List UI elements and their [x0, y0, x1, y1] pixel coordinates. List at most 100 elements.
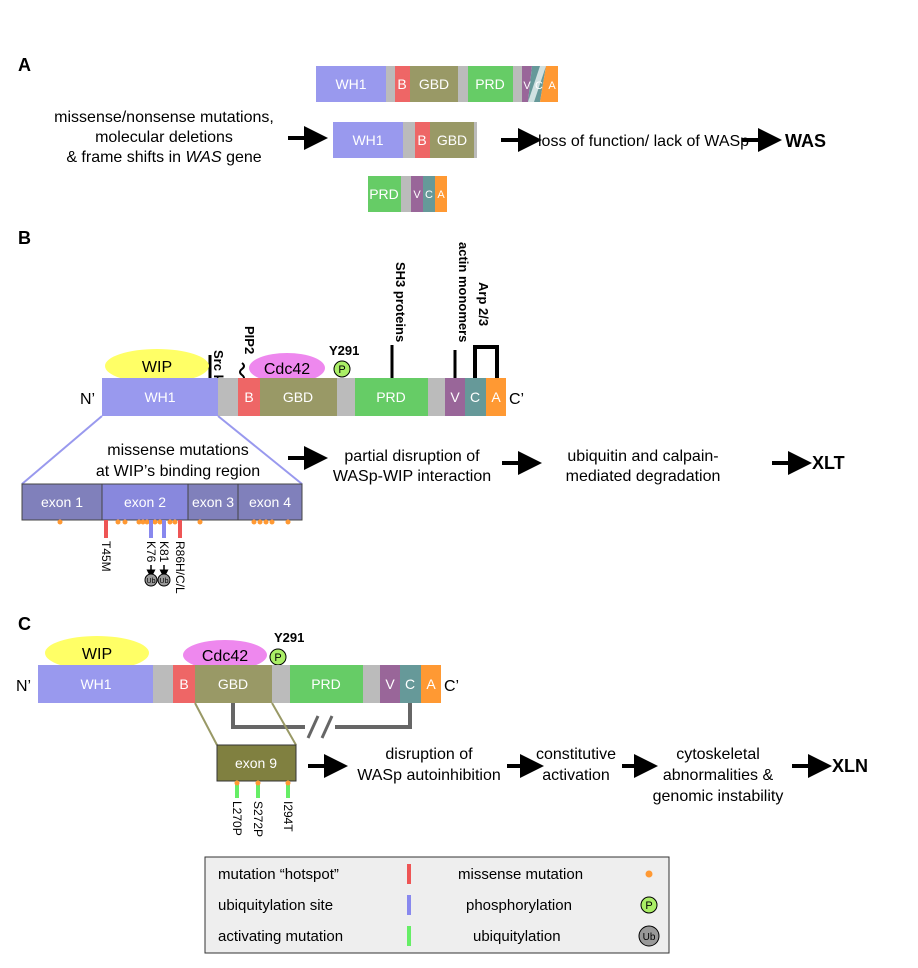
label-wh1: WH1	[352, 132, 383, 148]
cause-a-line2: molecular deletions	[95, 129, 233, 146]
domain-v-fragment	[522, 66, 532, 102]
label-b: B	[179, 676, 188, 692]
effect-c3-line3: genomic instability	[653, 788, 784, 805]
panel-label-a: A	[18, 55, 31, 75]
label-wip-c: WIP	[82, 646, 112, 663]
label-v: V	[450, 389, 460, 405]
legend-phospho-label: phosphorylation	[466, 897, 572, 914]
cdc42-ellipse-b	[249, 353, 325, 383]
ub-circle-k81	[157, 573, 171, 587]
label-c: C	[470, 389, 480, 405]
label-prd: PRD	[369, 186, 399, 202]
mutation-l270p: L270P	[230, 801, 244, 836]
panel-label-c: C	[18, 614, 31, 634]
label-b: B	[397, 76, 406, 92]
label-cdc42-c: Cdc42	[202, 648, 248, 665]
outcome-xln: XLN	[832, 756, 868, 776]
cause-b-line1: missense mutations	[107, 442, 248, 459]
label-b: B	[244, 389, 253, 405]
label-exon2: exon 2	[124, 494, 166, 510]
cdc42-ellipse-c	[183, 640, 267, 670]
c-terminus-c: C’	[444, 678, 459, 695]
label-c: C	[425, 189, 433, 201]
label-actin-monomers: actin monomers	[456, 242, 471, 342]
missense-dots-b	[57, 519, 291, 525]
label-b: B	[417, 132, 426, 148]
label-wip-b: WIP	[142, 359, 172, 376]
domain-a-fragment	[540, 66, 558, 102]
wasp-protein-b: WH1 B GBD PRD V C A	[102, 378, 506, 416]
effect-c1-line2: WASp autoinhibition	[357, 767, 501, 784]
label-gbd: GBD	[437, 132, 467, 148]
mutation-t45m: T45M	[99, 541, 113, 572]
label-wh1: WH1	[144, 389, 175, 405]
label-wh1: WH1	[335, 76, 366, 92]
n-terminus-b: N’	[80, 391, 95, 408]
cause-a-line3: & frame shifts in WAS gene	[66, 149, 261, 166]
label-arp23: Arp 2/3	[476, 282, 491, 326]
wip-ellipse-c	[45, 636, 149, 670]
c-terminus-b: C’	[509, 391, 524, 408]
label-a: A	[437, 189, 445, 201]
label-v: V	[523, 80, 531, 92]
domain-b	[395, 66, 410, 102]
legend-box	[204, 856, 670, 954]
label-gbd: GBD	[419, 76, 449, 92]
label-prd: PRD	[311, 676, 341, 692]
label-gbd: GBD	[218, 676, 248, 692]
label-pip2: PIP2	[242, 326, 257, 354]
phospho-circle-b	[333, 360, 351, 378]
legend-missense-label: missense mutation	[458, 866, 583, 883]
n-terminus-c: N’	[16, 678, 31, 695]
zoom-line-right	[217, 415, 303, 485]
ub-symbol-k81: Ub	[160, 578, 169, 585]
domain-gbd	[410, 66, 458, 102]
legend-hotspot-label: mutation “hotspot”	[218, 866, 339, 883]
effect-c2-line1: constitutive	[536, 746, 616, 763]
label-a: A	[491, 389, 501, 405]
label-exon4: exon 4	[249, 494, 291, 510]
effect-c3-line2: abnormalities &	[663, 767, 774, 784]
phospho-symbol-c: P	[274, 652, 281, 664]
legend-ub-circle	[638, 925, 660, 947]
legend-phospho-symbol: P	[645, 900, 652, 912]
effect-c3-line1: cytoskeletal	[676, 746, 760, 763]
label-c: C	[535, 80, 543, 92]
label-exon3: exon 3	[192, 494, 234, 510]
effect-b2-line1: ubiquitin and calpain-	[567, 448, 718, 465]
phospho-symbol-b: P	[338, 364, 345, 376]
domain-wh1	[316, 66, 386, 102]
cause-a-line1: missense/nonsense mutations,	[54, 109, 274, 126]
wasp-fragment-prd-a: PRD V C A	[368, 176, 447, 212]
ub-symbol-k76: Ub	[147, 578, 156, 585]
break-mark-1	[306, 715, 320, 739]
label-exon9: exon 9	[235, 755, 277, 771]
label-gbd: GBD	[283, 389, 313, 405]
cause-b-line2: at WIP’s binding region	[96, 463, 260, 480]
wasp-fragment-wh1-gbd: WH1 B GBD	[333, 122, 477, 158]
label-y291-c: Y291	[274, 630, 304, 645]
wasp-protein-c: WH1 B GBD PRD V C A	[38, 665, 441, 703]
zoom-line-c-right	[271, 702, 297, 746]
effect-c1-line1: disruption of	[385, 746, 473, 763]
effect-b1-line2: WASp-WIP interaction	[333, 468, 491, 485]
effect-c2-line2: activation	[542, 767, 610, 784]
arp-bracket	[473, 345, 499, 378]
legend-ub-symbol: Ub	[643, 932, 656, 943]
legend-missense-dot	[645, 870, 653, 878]
label-sh3-proteins: SH3 proteins	[393, 262, 408, 342]
linker	[513, 66, 522, 102]
mutation-r86: R86H/C/L	[173, 541, 187, 594]
label-a: A	[548, 80, 556, 92]
linker	[386, 66, 395, 102]
zoom-line-left	[21, 415, 103, 485]
zoom-line-c-left	[194, 702, 218, 746]
mutation-k81: K81	[157, 541, 171, 563]
legend: mutation “hotspot” missense mutation ubi…	[204, 856, 670, 954]
legend-ubiquitylation-label: ubiquitylation	[473, 928, 561, 945]
legend-ubsite-label: ubiquitylation site	[218, 897, 333, 914]
label-prd: PRD	[376, 389, 406, 405]
break-mark-2	[320, 715, 334, 739]
label-exon1: exon 1	[41, 494, 83, 510]
